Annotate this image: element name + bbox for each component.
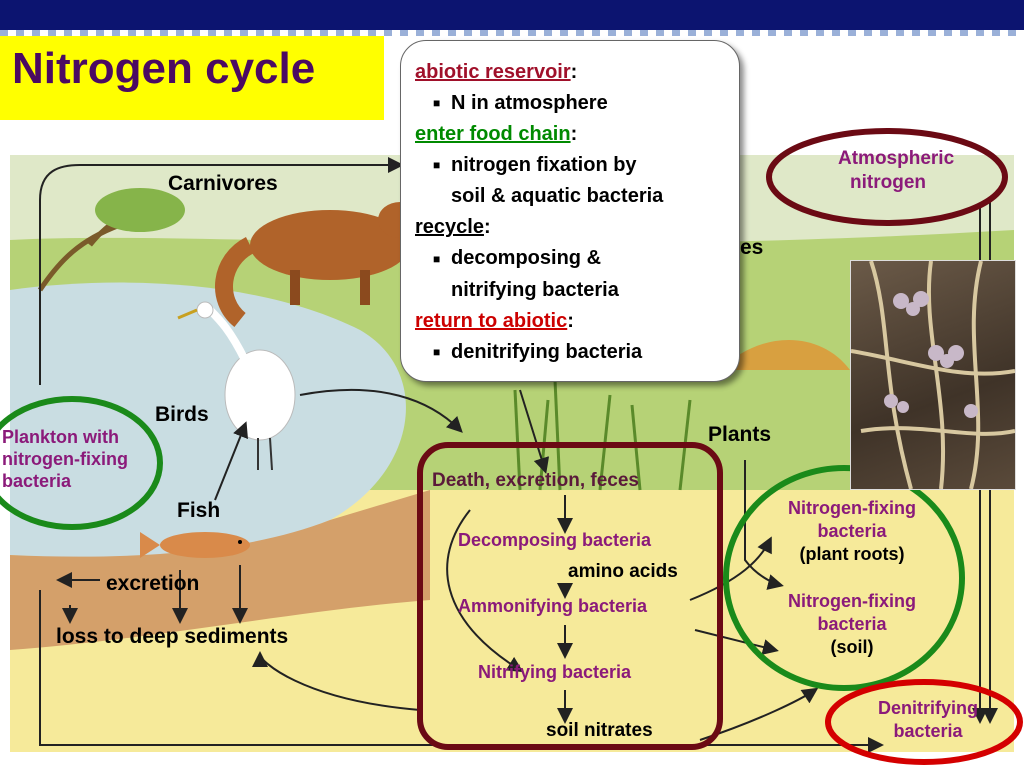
label-nitrogen-fixing-soil: Nitrogen-fixing bacteria (soil) [762, 590, 942, 659]
callout-item-decomposing: ■ decomposing & [415, 243, 729, 274]
decomposing-text: decomposing & [451, 247, 602, 270]
nfix-roots-line3: (plant roots) [799, 544, 905, 564]
fish-illustration [140, 532, 250, 558]
label-death-excretion-feces: Death, excretion, feces [432, 470, 639, 491]
slide-title: Nitrogen cycle [12, 44, 316, 93]
title-box [0, 36, 384, 120]
bullet-icon: ■ [433, 344, 441, 359]
return-to-abiotic-heading: return to abiotic [415, 309, 568, 332]
nitrogen-fixation-text: nitrogen fixation by [451, 154, 637, 177]
egret-illustration [177, 301, 296, 471]
nfix-soil-line2: bacteria [817, 614, 887, 634]
header-bar [0, 0, 1024, 30]
nitrogen-fixation-continuation: soil & aquatic bacteria [451, 185, 664, 208]
label-carnivores: Carnivores [168, 172, 278, 195]
plankton-ring [0, 396, 163, 530]
label-birds: Birds [155, 403, 209, 426]
callout-recycle: recycle: [415, 212, 729, 243]
label-amino-acids: amino acids [568, 561, 678, 582]
colon: : [483, 216, 491, 239]
label-excretion: excretion [106, 572, 200, 595]
denitrifying-ring [825, 679, 1023, 765]
denitrifying-line1: Denitrifying [877, 698, 978, 718]
denitrifying-text: denitrifying bacteria [451, 340, 643, 363]
label-ammonifying-bacteria: Ammonifying bacteria [458, 596, 648, 616]
nfix-soil-line1: Nitrogen-fixing [788, 591, 916, 611]
colon: : [570, 61, 578, 83]
label-soil-nitrates: soil nitrates [546, 720, 653, 741]
label-herbivores-partial: es [740, 236, 764, 259]
atmospheric-nitrogen-ring [766, 128, 1008, 226]
atmospheric-line2: nitrogen [850, 172, 926, 193]
callout-item-nitrogen-fixation: ■ nitrogen fixation by [415, 150, 729, 181]
plankton-line2: nitrogen-fixing [2, 449, 128, 469]
label-denitrifying-bacteria: Denitrifying bacteria [858, 697, 998, 743]
callout-item-denitrifying: ■ denitrifying bacteria [415, 337, 729, 368]
lake [10, 282, 406, 558]
callout-box: abiotic reservoir: ■ N in atmosphere ente… [400, 40, 740, 382]
colon: : [567, 309, 574, 332]
label-fish: Fish [177, 499, 221, 522]
callout-enter-food-chain: enter food chain: [415, 119, 729, 150]
plankton-line3: bacteria [2, 471, 72, 491]
nfix-soil-line3: (soil) [830, 637, 874, 657]
nfix-roots-line1: Nitrogen-fixing [788, 498, 916, 518]
plankton-line1: Plankton with [2, 427, 119, 447]
n-in-atmosphere-text: N in atmosphere [451, 92, 608, 114]
callout-return-to-abiotic: return to abiotic: [415, 306, 729, 337]
callout-abiotic-reservoir: abiotic reservoir: [415, 57, 729, 88]
nfix-roots-line2: bacteria [817, 521, 887, 541]
bullet-icon: ■ [433, 251, 441, 266]
decomposition-box [417, 442, 723, 750]
hill [720, 340, 850, 370]
label-nitrifying-bacteria: Nitrifying bacteria [478, 662, 632, 682]
tree-leaves [95, 188, 185, 232]
label-atmospheric-nitrogen: Atmospheric nitrogen [838, 147, 955, 195]
colon: : [570, 123, 578, 146]
label-plants: Plants [708, 423, 772, 446]
label-nitrogen-fixing-roots: Nitrogen-fixing bacteria (plant roots) [762, 497, 942, 566]
header-pattern [0, 30, 1024, 36]
abiotic-reservoir-heading: abiotic reservoir [415, 61, 571, 83]
callout-item-n-in-atmosphere: ■ N in atmosphere [415, 88, 729, 119]
recycle-heading: recycle [415, 216, 484, 239]
nitrogen-fixing-ring [723, 465, 965, 691]
label-decomposing-bacteria: Decomposing bacteria [458, 530, 652, 550]
sediment-layer [10, 490, 430, 650]
root-nodules-photo [850, 260, 1016, 490]
decomposing-continuation: nitrifying bacteria [451, 278, 619, 301]
label-loss-to-deep-sediments: loss to deep sediments [56, 625, 289, 648]
label-plankton: Plankton with nitrogen-fixing bacteria [2, 426, 128, 492]
denitrifying-line2: bacteria [893, 721, 963, 741]
bullet-icon: ■ [433, 96, 441, 111]
enter-food-chain-heading: enter food chain [415, 123, 571, 146]
bullet-icon: ■ [433, 158, 441, 173]
atmospheric-line1: Atmospheric [838, 148, 955, 169]
